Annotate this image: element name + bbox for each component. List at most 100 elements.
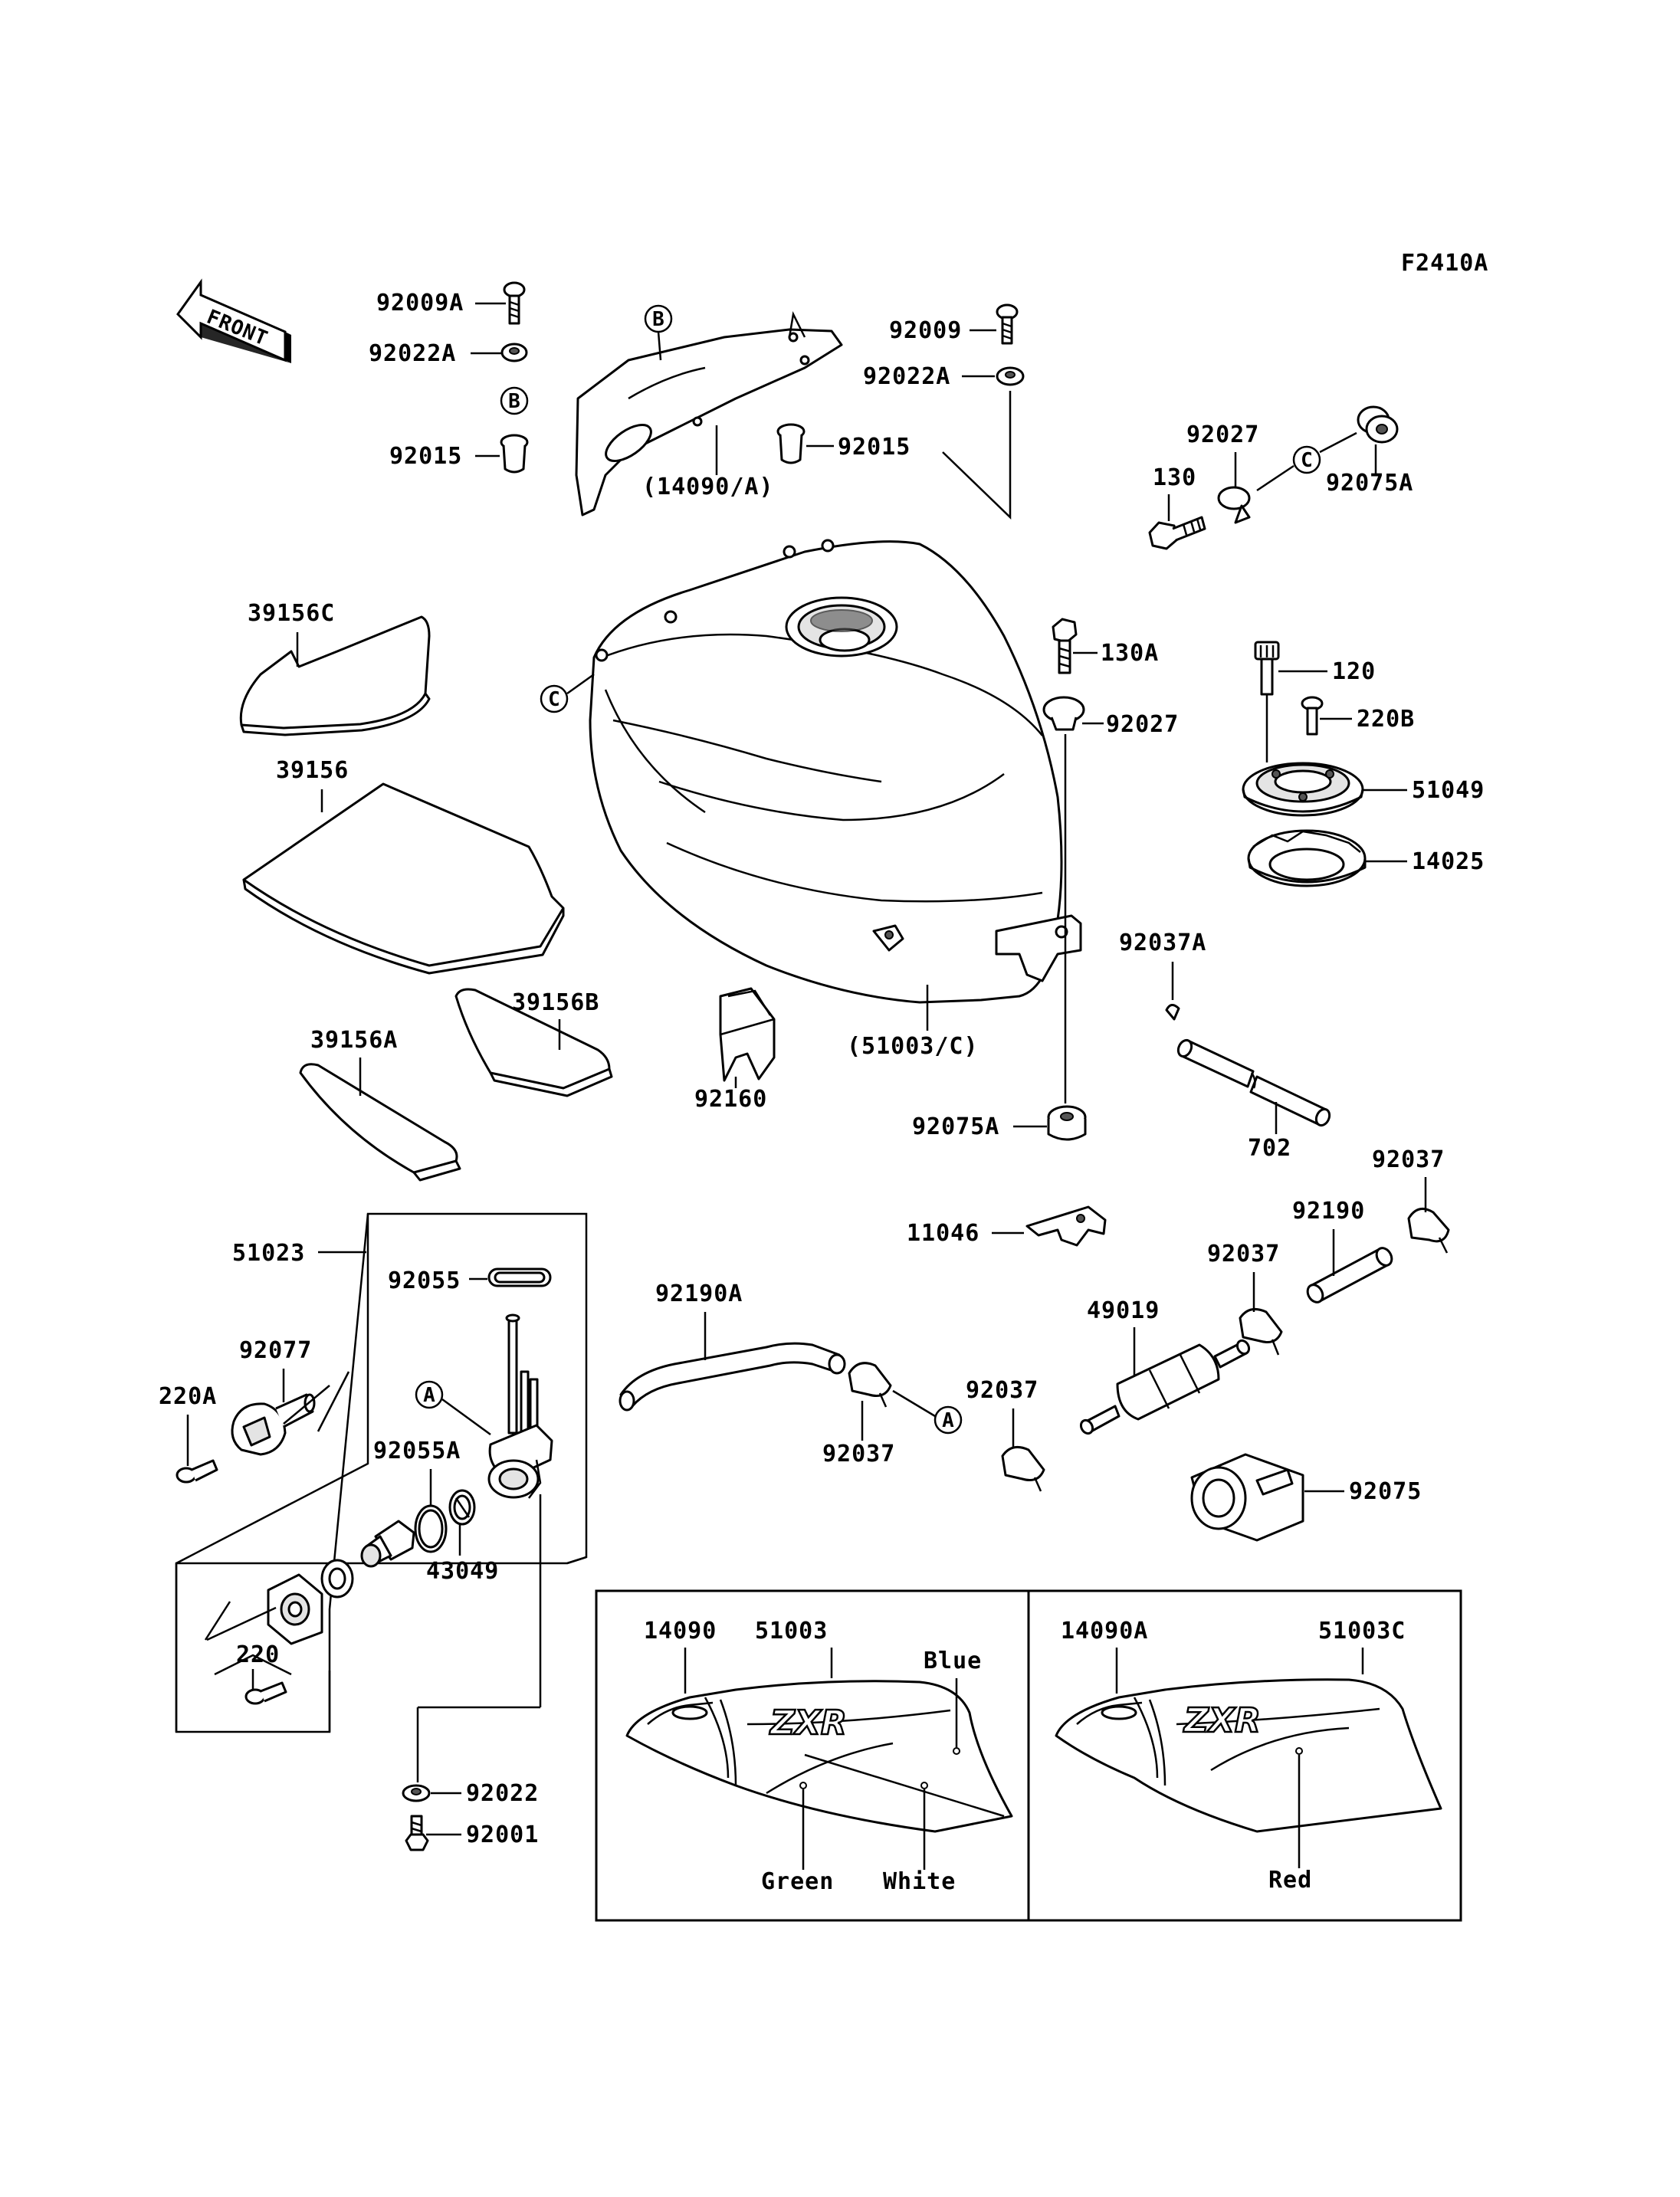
label-39156A: 39156A: [310, 1027, 398, 1054]
variant-left-logo: ZXR: [769, 1703, 847, 1743]
part-valve-seal: [320, 1559, 354, 1599]
part-14090-side-cover: [575, 311, 843, 516]
label-92055A: 92055A: [373, 1438, 461, 1464]
label-92022A-right: 92022A: [863, 363, 950, 390]
part-51049-cap-plate: [1242, 762, 1364, 817]
callout-c-tank: C: [540, 673, 595, 713]
label-92075A-top: 92075A: [1326, 470, 1413, 497]
part-92190A-hose: [619, 1342, 846, 1412]
part-120-bolt: [1254, 641, 1280, 696]
part-92075-rubber-block: [1190, 1453, 1304, 1542]
variant-right-logo: ZXR: [1183, 1701, 1261, 1740]
label-220A: 220A: [159, 1383, 217, 1410]
label-130A: 130A: [1101, 640, 1159, 667]
label-92037-r1: 92037: [1372, 1146, 1445, 1173]
part-92022A-washer-left: [500, 343, 528, 362]
label-92022: 92022: [466, 1780, 539, 1807]
part-130-bolt: [1148, 516, 1206, 550]
part-92015-grommet-right: [776, 423, 806, 464]
part-92160-rubber-block: [719, 987, 776, 1082]
label-49019: 49019: [1087, 1297, 1160, 1324]
variant-left: 14090 51003 ZXR Blue Green White: [625, 1618, 1013, 1895]
label-92037-r3: 92037: [966, 1377, 1039, 1404]
label-220B: 220B: [1357, 706, 1415, 733]
part-92009A-screw: [503, 281, 526, 325]
variant-left-part-b: 51003: [755, 1618, 828, 1644]
label-92009: 92009: [889, 317, 962, 344]
label-39156C: 39156C: [248, 600, 335, 627]
label-92160: 92160: [694, 1086, 767, 1113]
part-92037A-clip: [1165, 1004, 1180, 1021]
callout-b-cover: B: [644, 304, 673, 361]
label-39156: 39156: [276, 757, 349, 784]
part-92075A-rubber-mid: [1047, 1105, 1087, 1141]
label-92037-mid: 92037: [822, 1441, 895, 1467]
part-92009-screw: [996, 303, 1019, 345]
front-arrow-icon: FRONT: [176, 278, 291, 363]
variant-left-color-green: Green: [761, 1868, 834, 1895]
svg-text:A: A: [942, 1409, 954, 1432]
part-92022A-washer-right: [996, 366, 1025, 386]
svg-text:B: B: [652, 308, 664, 331]
part-39156-pad: [242, 782, 565, 975]
part-92027-collar-mid: [1042, 696, 1085, 731]
part-92022-washer: [402, 1784, 431, 1802]
part-51003-fuel-tank: [589, 539, 1082, 1004]
variant-left-color-white: White: [883, 1868, 956, 1895]
part-220A-screw: [176, 1459, 218, 1484]
label-92075A-mid: 92075A: [912, 1113, 999, 1140]
part-220B-screw: [1301, 696, 1324, 736]
svg-text:B: B: [508, 390, 520, 413]
figure-code: F2410A: [1401, 250, 1488, 277]
part-92001-bolt: [405, 1815, 429, 1851]
label-92037-r2: 92037: [1207, 1241, 1280, 1267]
svg-text:C: C: [548, 688, 560, 711]
variant-right-tank-drawing: ZXR: [1055, 1678, 1442, 1833]
variant-right-part-a: 14090A: [1061, 1618, 1148, 1644]
label-92075: 92075: [1349, 1478, 1422, 1505]
label-130: 130: [1153, 464, 1196, 491]
part-92055A-oring: [414, 1504, 448, 1553]
part-39156C-pad: [239, 615, 431, 736]
part-39156B-pad: [454, 988, 613, 1097]
variant-left-tank-drawing: ZXR: [625, 1680, 1013, 1833]
part-43049-spring: [448, 1489, 476, 1526]
part-220-screw: [244, 1681, 287, 1705]
part-valve-core: [360, 1520, 415, 1568]
label-702: 702: [1248, 1135, 1291, 1162]
part-92075A-rubber-top: [1357, 405, 1399, 444]
label-92009A: 92009A: [376, 290, 464, 316]
label-51049: 51049: [1412, 777, 1485, 804]
part-39156A-pad: [299, 1063, 461, 1182]
variant-right-part-b: 51003C: [1318, 1618, 1406, 1644]
part-92027-collar-top: [1217, 486, 1251, 524]
variant-right-color-red: Red: [1268, 1867, 1312, 1894]
callout-a-left: A: [415, 1380, 491, 1436]
part-92037-clip-r2: [1239, 1307, 1283, 1356]
part-valve-plate: [204, 1573, 323, 1645]
part-130A-bolt: [1052, 618, 1078, 674]
label-92190: 92190: [1292, 1198, 1365, 1225]
part-92077-lever: [231, 1385, 330, 1456]
part-702-hose: [1176, 1038, 1331, 1127]
label-92037A: 92037A: [1119, 930, 1206, 956]
label-220: 220: [236, 1641, 280, 1668]
label-11046: 11046: [907, 1220, 979, 1247]
label-92027-top: 92027: [1186, 421, 1259, 448]
label-92022A-left: 92022A: [369, 340, 456, 367]
part-92037-clip-r1: [1407, 1208, 1450, 1254]
label-92190A: 92190A: [655, 1280, 743, 1307]
label-14090-A: (14090/A): [642, 474, 774, 500]
part-92055-oring: [487, 1267, 552, 1287]
label-92055: 92055: [388, 1267, 461, 1294]
label-92001: 92001: [466, 1822, 539, 1848]
label-39156B: 39156B: [512, 989, 599, 1016]
label-51003-C: (51003/C): [847, 1033, 979, 1060]
label-92027-mid: 92027: [1106, 711, 1179, 738]
part-49019-fuel-filter: [1079, 1339, 1251, 1435]
callout-b-left: B: [500, 386, 529, 415]
label-92015-left: 92015: [389, 443, 462, 470]
part-fuel-cock-body: [487, 1313, 553, 1499]
label-43049: 43049: [426, 1558, 499, 1585]
